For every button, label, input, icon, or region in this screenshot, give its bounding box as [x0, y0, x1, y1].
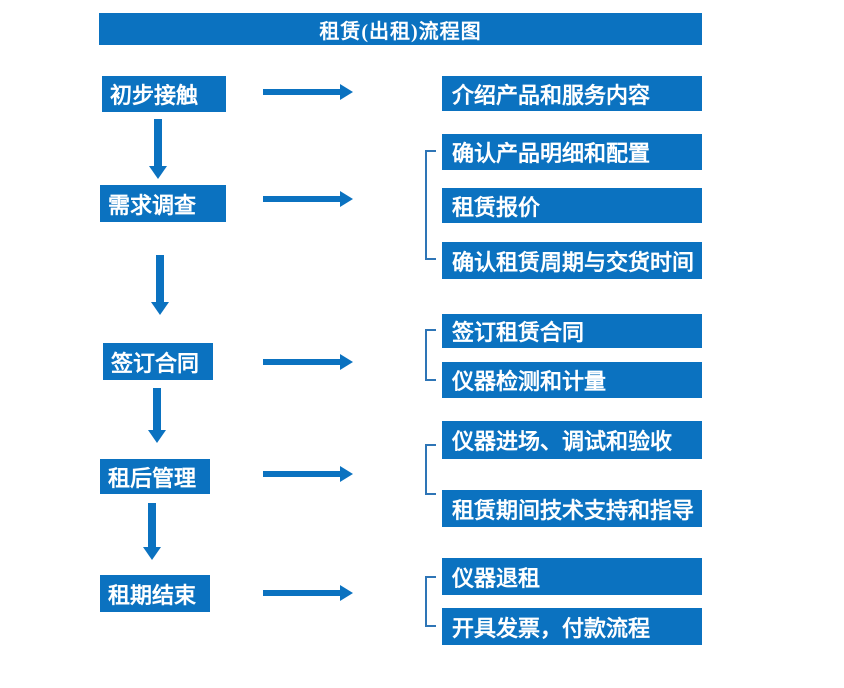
detail-box-sign-rental-contract: 签订租赁合同 — [442, 314, 702, 348]
arrow-down-icon — [149, 119, 167, 179]
detail-box-instrument-setup-acceptance: 仪器进场、调试和验收 — [442, 421, 702, 459]
detail-box-tech-support: 租赁期间技术支持和指导 — [442, 490, 702, 527]
arrow-right-icon — [263, 354, 353, 370]
detail-box-confirm-period-delivery: 确认租赁周期与交货时间 — [442, 242, 702, 279]
stage-box-initial-contact: 初步接触 — [102, 76, 226, 112]
detail-box-intro-products: 介绍产品和服务内容 — [442, 76, 702, 111]
group-bracket — [425, 576, 436, 627]
detail-box-instrument-return: 仪器退租 — [442, 558, 702, 595]
stage-box-post-rental-management: 租后管理 — [100, 459, 210, 494]
stage-box-sign-contract: 签订合同 — [103, 343, 213, 380]
detail-box-invoice-payment: 开具发票，付款流程 — [442, 608, 702, 645]
stage-box-rental-end: 租期结束 — [100, 575, 210, 612]
group-bracket — [425, 444, 436, 495]
arrow-right-icon — [263, 84, 353, 100]
stage-box-demand-survey: 需求调查 — [100, 185, 226, 222]
arrow-down-icon — [151, 255, 169, 315]
arrow-right-icon — [263, 585, 353, 601]
arrow-down-icon — [143, 503, 161, 560]
arrow-right-icon — [263, 466, 353, 482]
arrow-right-icon — [263, 191, 353, 207]
title-bar: 租赁(出租)流程图 — [99, 13, 702, 45]
group-bracket — [425, 150, 436, 260]
detail-box-rental-quote: 租赁报价 — [442, 188, 702, 223]
arrow-down-icon — [148, 388, 166, 443]
group-bracket — [425, 329, 436, 381]
detail-box-confirm-details-config: 确认产品明细和配置 — [442, 134, 702, 170]
page-title: 租赁(出租)流程图 — [319, 20, 482, 43]
detail-box-instrument-inspection: 仪器检测和计量 — [442, 362, 702, 398]
